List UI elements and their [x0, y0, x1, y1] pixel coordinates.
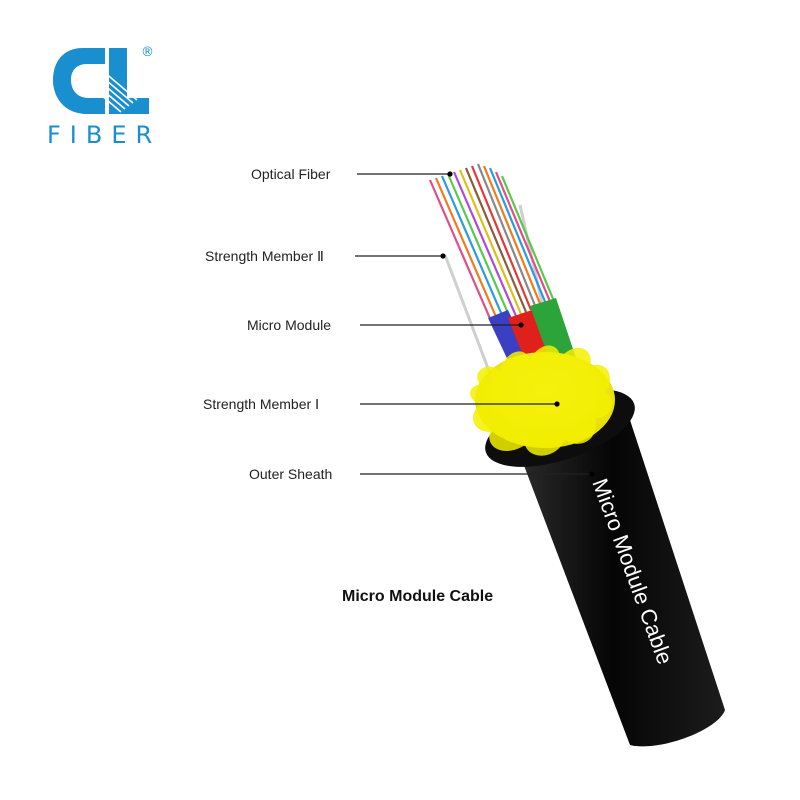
outer-sheath-shape: [520, 417, 725, 747]
registered-mark: ®: [141, 45, 154, 60]
label-micro-module: Micro Module: [247, 317, 332, 333]
label-strength-member-2: Strength Member Ⅱ: [205, 248, 324, 264]
label-strength-member-1: Strength Member Ⅰ: [203, 396, 320, 412]
label-optical-fiber: Optical Fiber: [251, 166, 331, 182]
label-outer-sheath: Outer Sheath: [249, 466, 333, 482]
diagram-caption: Micro Module Cable: [342, 588, 494, 605]
aramid-yarn: [470, 345, 615, 456]
gl-logo-icon: ®: [53, 45, 154, 114]
leader-dots: [440, 171, 595, 477]
optical-fibers: [428, 163, 558, 331]
leader-lines: [355, 173, 592, 475]
brand-name: FIBER: [47, 121, 162, 149]
